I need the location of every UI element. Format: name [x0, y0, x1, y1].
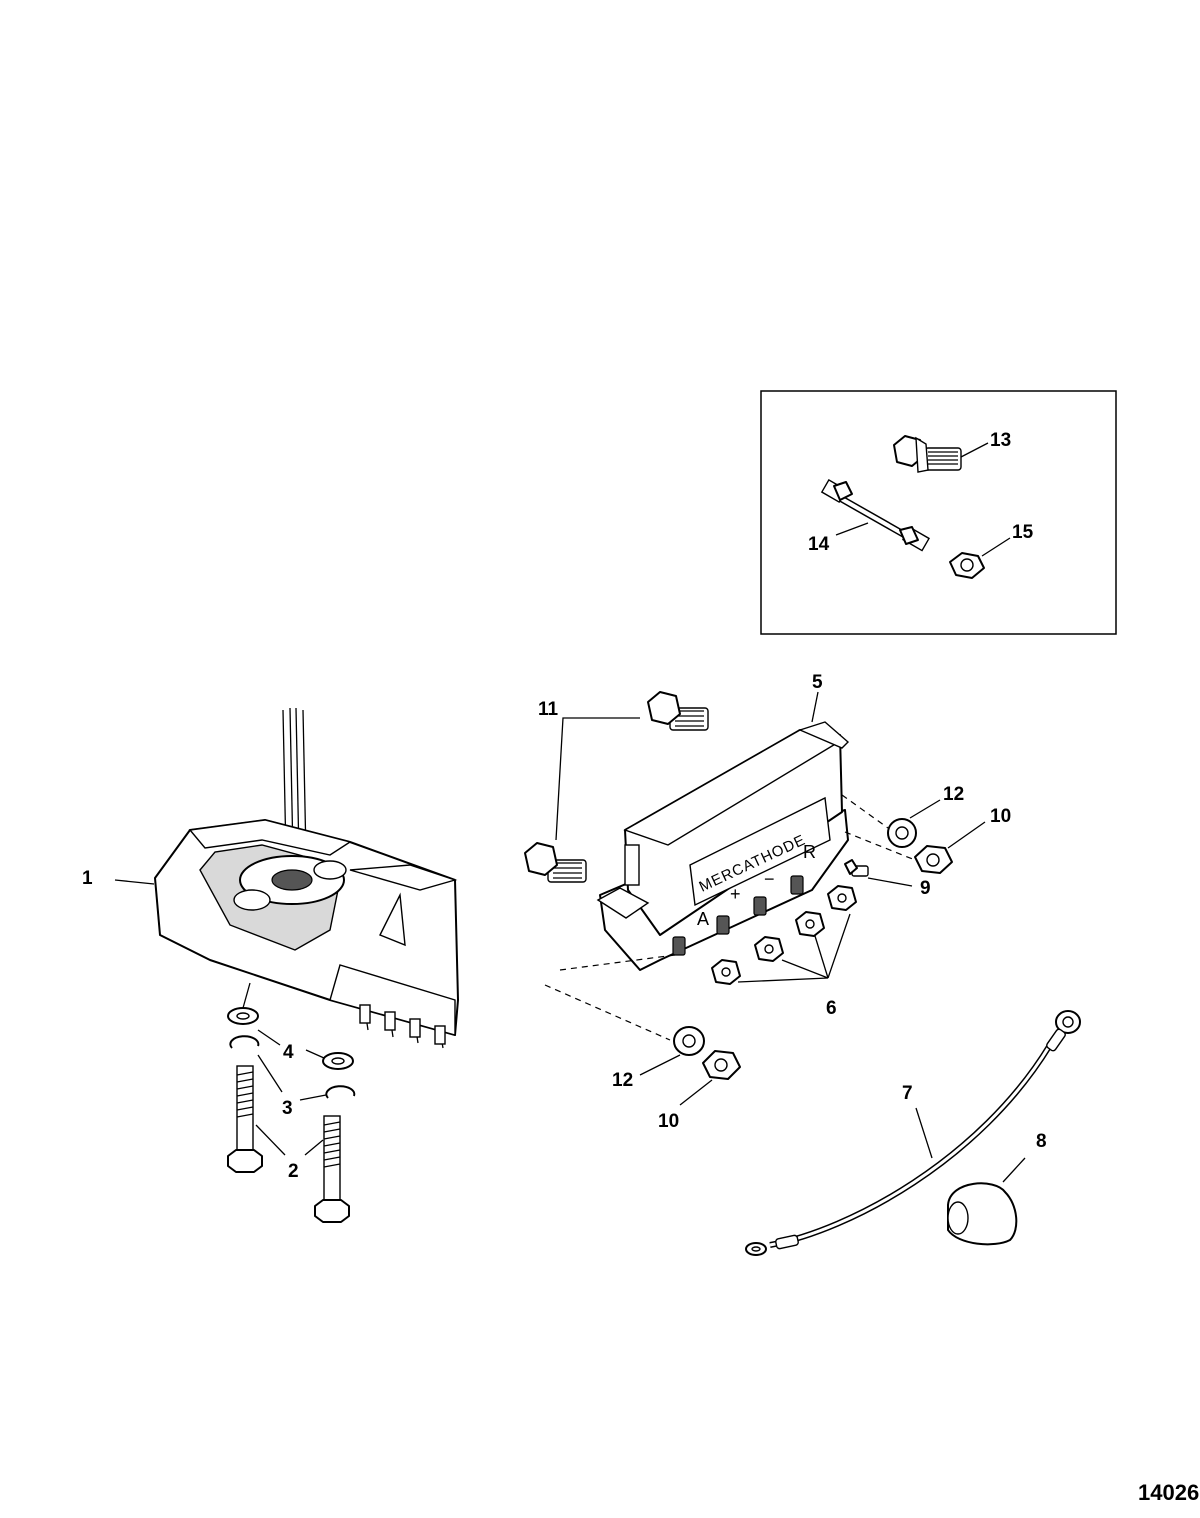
callout-14: 14: [808, 534, 830, 555]
callout-3: 3: [282, 1098, 293, 1119]
callout-15: 15: [1012, 522, 1034, 543]
part-1-anode-bracket: [154, 707, 459, 1049]
callout-1: 1: [82, 868, 93, 889]
part-12-flat-washer-lower: [673, 1026, 705, 1056]
callout-7: 7: [902, 1083, 913, 1104]
part-15-nut: [949, 552, 985, 579]
part-11-flange-bolt-lower: [524, 842, 587, 883]
figure-reference-number: 14026: [1138, 1480, 1199, 1505]
callout-11: 11: [538, 699, 559, 720]
terminal-label-a: A: [697, 909, 709, 929]
callout-10b: 10: [658, 1111, 679, 1132]
part-6-terminal-nuts: [711, 885, 857, 985]
part-14-stud: [820, 478, 930, 552]
callout-2: 2: [288, 1161, 299, 1182]
part-2-hex-bolt-left: [227, 1065, 263, 1173]
part-2-hex-bolt-right: [314, 1115, 350, 1223]
callout-12a: 12: [943, 784, 964, 805]
callout-6: 6: [826, 998, 837, 1019]
inset-box: [760, 390, 1117, 635]
callout-8: 8: [1036, 1131, 1047, 1152]
part-12-flat-washer-upper: [887, 818, 917, 848]
part-4-flat-washer: [227, 1007, 354, 1070]
part-10-hex-nut-lower: [702, 1050, 741, 1080]
part-10-hex-nut-upper: [914, 845, 953, 874]
part-3-lock-washer: [229, 1035, 356, 1099]
part-8-cap: [947, 1182, 1018, 1246]
part-9-screw: [844, 859, 869, 877]
callout-10a: 10: [990, 806, 1011, 827]
callout-9: 9: [920, 878, 931, 899]
part-13-flange-bolt: [893, 435, 962, 473]
part-5-mercathode-controller: MERCATHODE A + − R: [596, 721, 850, 971]
terminal-label-minus: −: [764, 869, 775, 889]
part-11-flange-bolt-upper: [647, 691, 709, 731]
callout-4: 4: [283, 1042, 294, 1063]
terminal-label-r: R: [803, 842, 816, 862]
part-7-ground-cable: [745, 1010, 1081, 1256]
terminal-label-plus: +: [730, 884, 741, 904]
callout-5: 5: [812, 672, 823, 693]
callout-13: 13: [990, 430, 1011, 451]
callout-12b: 12: [612, 1070, 633, 1091]
